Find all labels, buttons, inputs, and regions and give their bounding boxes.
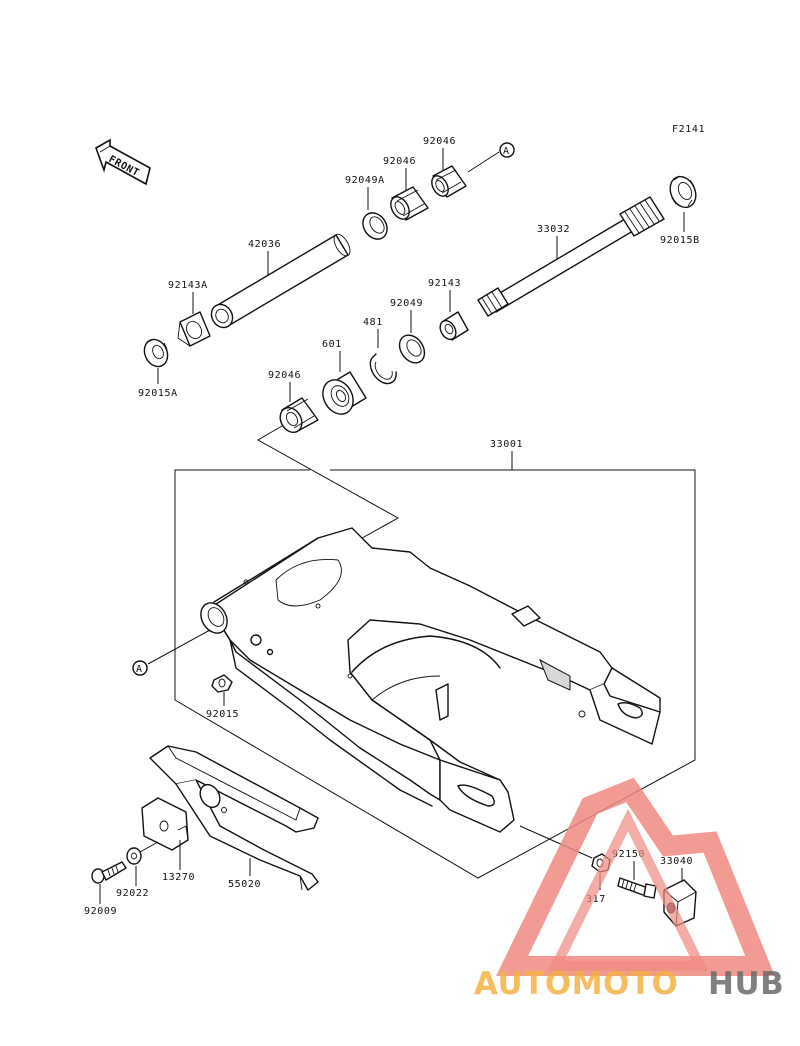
plate-13270 <box>141 797 189 851</box>
screw-92009 <box>91 861 127 884</box>
needle-bearing-92046-mid <box>390 186 429 221</box>
figure-id-label: F2141 <box>672 124 705 135</box>
pivot-shaft-33032 <box>477 196 665 317</box>
logo-triangle-icon <box>496 777 775 976</box>
label-92143A: 92143A <box>168 280 208 291</box>
logo-text-hub: HUB <box>708 966 784 1002</box>
ref-mark-a-top <box>499 142 515 158</box>
label-92049A: 92049A <box>345 175 385 186</box>
label-33001: 33001 <box>490 439 523 450</box>
label-13270: 13270 <box>162 872 195 883</box>
ref-mark-a-top-label: A <box>503 146 510 157</box>
label-92143: 92143 <box>428 278 461 289</box>
label-55020: 55020 <box>228 879 261 890</box>
label-92046-mid: 92046 <box>383 156 416 167</box>
oil-seal-92049A <box>362 212 388 240</box>
front-arrow-icon: FRONT <box>95 138 151 186</box>
label-33032: 33032 <box>537 224 570 235</box>
needle-bearing-92046-low <box>279 397 319 434</box>
collar-92143A <box>177 311 211 347</box>
circlip-481 <box>369 353 397 385</box>
needle-bearing-92046-top <box>431 165 467 198</box>
chain-guide-55020 <box>149 745 319 891</box>
label-92015A: 92015A <box>138 388 178 399</box>
ball-bearing-601 <box>322 371 367 415</box>
oil-seal-92049 <box>398 334 426 364</box>
label-92150: 92150 <box>612 849 645 860</box>
washer-92022 <box>126 847 142 865</box>
label-42036: 42036 <box>248 239 281 250</box>
label-481: 481 <box>363 317 383 328</box>
ref-mark-a-lower <box>132 660 148 676</box>
label-92049: 92049 <box>390 298 423 309</box>
label-92015: 92015 <box>206 709 239 720</box>
bolt-92150 <box>617 877 657 899</box>
collar-92143 <box>439 311 469 341</box>
sleeve-42036 <box>210 233 351 329</box>
swingarm-33001 <box>200 527 661 833</box>
logo-text-automoto: AUTOMOTO <box>474 966 678 1002</box>
nut-92015 <box>211 674 233 693</box>
label-92015B: 92015B <box>660 235 700 246</box>
label-92022: 92022 <box>116 888 149 899</box>
automotohub-logo: AUTOMOTO HUB <box>474 777 784 1002</box>
label-92046-top: 92046 <box>423 136 456 147</box>
nut-92015A <box>143 338 169 368</box>
label-601: 601 <box>322 339 342 350</box>
nut-92015B <box>669 175 697 209</box>
label-33040: 33040 <box>660 856 693 867</box>
ref-mark-a-lower-label: A <box>136 664 143 675</box>
label-92046-low: 92046 <box>268 370 301 381</box>
assembly-bracket-33001 <box>174 469 696 879</box>
label-92009: 92009 <box>84 906 117 917</box>
label-317: 317 <box>586 894 606 905</box>
